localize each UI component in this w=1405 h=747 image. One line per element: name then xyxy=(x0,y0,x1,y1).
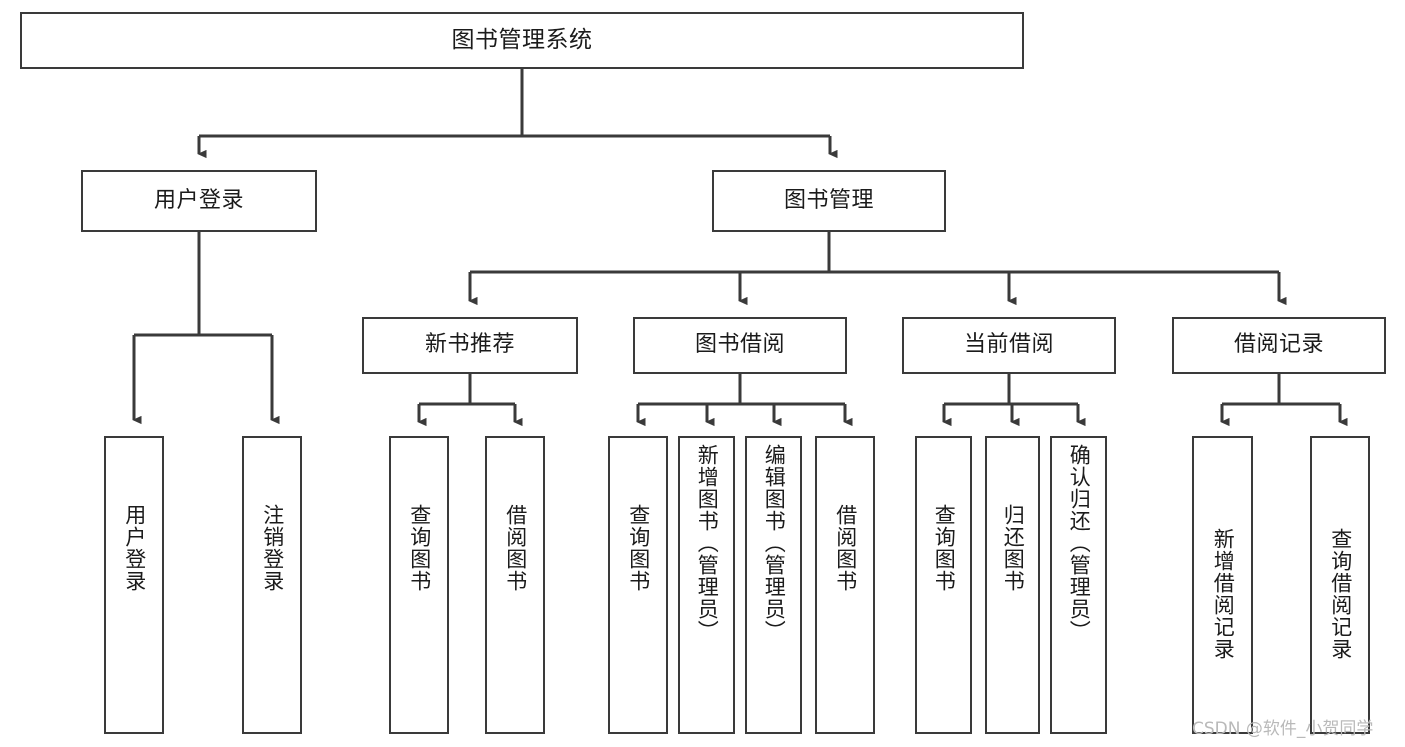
node-current-borrow[interactable]: 当前借阅 xyxy=(902,317,1116,374)
node-leaf-return-book[interactable]: 归还图书 xyxy=(985,436,1040,734)
node-label: 查询图书 xyxy=(407,504,432,592)
node-label: 借阅图书 xyxy=(503,504,528,592)
node-leaf-edit-book-admin[interactable]: 编辑图书（管理员） xyxy=(745,436,802,734)
node-label: 查询借阅记录 xyxy=(1328,528,1353,660)
node-label: 当前借阅 xyxy=(963,332,1054,358)
node-leaf-confirm-return[interactable]: 确认归还（管理员） xyxy=(1050,436,1107,734)
node-label: 新增借阅记录 xyxy=(1211,528,1236,660)
node-label: 查询图书 xyxy=(932,504,957,592)
csdn-watermark: CSDN @软件_小贺同学 xyxy=(1192,719,1374,739)
node-label: 注销登录 xyxy=(260,504,285,592)
node-leaf-logout-login[interactable]: 注销登录 xyxy=(242,436,302,734)
node-label: 查询图书 xyxy=(626,504,651,592)
node-borrow-record[interactable]: 借阅记录 xyxy=(1172,317,1386,374)
node-user-login[interactable]: 用户登录 xyxy=(81,170,317,232)
node-leaf-add-book-admin[interactable]: 新增图书（管理员） xyxy=(678,436,735,734)
node-leaf-borrow-book-1[interactable]: 借阅图书 xyxy=(485,436,545,734)
node-book-borrow[interactable]: 图书借阅 xyxy=(633,317,847,374)
node-leaf-query-record[interactable]: 查询借阅记录 xyxy=(1310,436,1370,734)
node-label: 用户登录 xyxy=(153,187,244,213)
node-label: 用户登录 xyxy=(122,504,147,592)
node-label: 图书管理 xyxy=(783,187,874,213)
node-label: 借阅记录 xyxy=(1233,332,1324,358)
node-leaf-query-book-2[interactable]: 查询图书 xyxy=(608,436,668,734)
node-label: 归还图书 xyxy=(1001,504,1026,592)
node-label: 新书推荐 xyxy=(424,332,515,358)
node-leaf-query-book-3[interactable]: 查询图书 xyxy=(915,436,972,734)
node-leaf-query-book-1[interactable]: 查询图书 xyxy=(389,436,449,734)
node-leaf-user-login[interactable]: 用户登录 xyxy=(104,436,164,734)
node-label: 借阅图书 xyxy=(833,504,858,592)
node-leaf-borrow-book-2[interactable]: 借阅图书 xyxy=(815,436,875,734)
node-label: 编辑图书（管理员） xyxy=(762,444,787,642)
node-root-system[interactable]: 图书管理系统 xyxy=(20,12,1024,69)
node-label: 图书管理系统 xyxy=(451,26,593,53)
node-new-book-recommend[interactable]: 新书推荐 xyxy=(362,317,578,374)
node-label: 新增图书（管理员） xyxy=(695,444,720,642)
node-book-management[interactable]: 图书管理 xyxy=(712,170,946,232)
node-leaf-add-record[interactable]: 新增借阅记录 xyxy=(1192,436,1253,734)
node-label: 图书借阅 xyxy=(694,332,785,358)
node-label: 确认归还（管理员） xyxy=(1067,444,1092,642)
